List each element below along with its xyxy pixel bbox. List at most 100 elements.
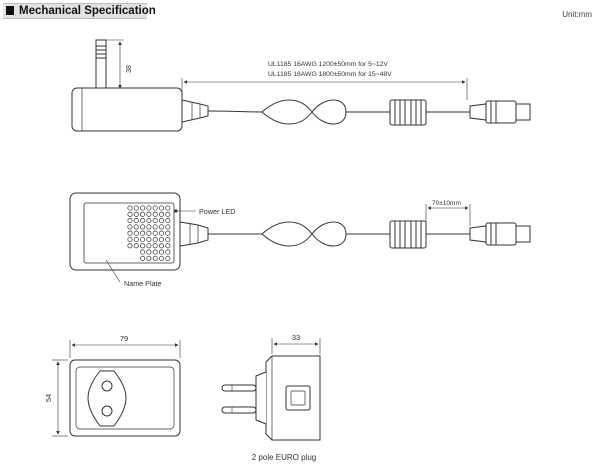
section-title: Mechanical Specification (19, 5, 156, 17)
dc-plug-front (469, 222, 531, 246)
depth-value: 33 (292, 333, 300, 342)
vent-hole (127, 218, 133, 224)
plug-pin (95, 39, 107, 91)
plug-length-value: 70±10mm (432, 200, 461, 207)
vent-hole (140, 211, 146, 217)
dc-cable (207, 110, 263, 113)
vent-hole (165, 243, 171, 249)
vent-hole (146, 211, 152, 217)
vent-hole (152, 249, 158, 255)
cable-spec-line1: UL1185 16AWG 1200±50mm for 5~12V (268, 61, 388, 68)
vent-hole (152, 243, 158, 249)
width-value: 79 (120, 334, 128, 343)
vent-hole (165, 224, 171, 230)
vent-grid (127, 205, 171, 261)
vent-hole (158, 255, 165, 261)
vent-hole (133, 224, 139, 230)
vent-hole (158, 218, 165, 224)
vent-hole (165, 249, 171, 255)
section-header: Mechanical Specification (3, 3, 156, 19)
vent-hole (133, 236, 139, 243)
vent-hole (127, 243, 133, 249)
vent-hole (152, 230, 158, 236)
vent-hole (146, 255, 152, 261)
height-dimension (52, 359, 68, 437)
euro-pin-top (101, 380, 113, 392)
vent-hole (140, 243, 146, 249)
vent-hole (133, 211, 139, 217)
vent-hole (152, 224, 158, 230)
vent-hole (146, 249, 152, 255)
vent-hole (152, 236, 158, 243)
unit-label: Unit:mm (562, 10, 592, 19)
vent-hole (152, 255, 158, 261)
cable-length-dimension (181, 78, 468, 100)
vent-hole (165, 218, 171, 224)
vent-hole (127, 230, 133, 236)
name-plate-label: Name Plate (124, 279, 162, 288)
vent-hole (165, 236, 171, 243)
pin-height-value: 38 (126, 65, 133, 73)
vent-hole (158, 211, 165, 217)
vent-hole (165, 255, 171, 261)
power-led-indicator (174, 209, 178, 213)
vent-hole (165, 205, 171, 211)
vent-hole (158, 230, 165, 236)
width-dimension (69, 340, 181, 358)
header-marker-icon (6, 6, 14, 15)
adapter-body-side (71, 87, 183, 132)
vent-hole (158, 224, 165, 230)
cable-spec-line2: UL1185 18AWG 1800±50mm for 15~48V (268, 71, 392, 78)
vent-hole (146, 218, 152, 224)
height-value: 54 (44, 394, 53, 402)
strain-relief (181, 99, 209, 123)
vent-hole (165, 230, 171, 236)
side-view (71, 39, 531, 132)
vent-hole (146, 205, 152, 211)
vent-hole (152, 205, 158, 211)
vent-hole (133, 243, 139, 249)
ferrite-core (389, 99, 427, 126)
cable-loop-front (261, 221, 347, 247)
vent-hole (158, 236, 165, 243)
vent-hole (158, 249, 165, 255)
vent-hole (133, 205, 139, 211)
name-plate-leader (105, 259, 121, 283)
vent-hole (127, 224, 133, 230)
pin-height-dimension (106, 39, 124, 91)
vent-hole (140, 218, 146, 224)
vent-hole (140, 205, 146, 211)
plug-length-dimension (425, 204, 471, 226)
euro-plug-caption: 2 pole EURO plug (252, 453, 316, 462)
euro-pin-bottom (101, 405, 113, 417)
vent-hole (140, 249, 146, 255)
vent-hole (140, 255, 146, 261)
vent-hole (146, 230, 152, 236)
vent-hole (140, 230, 146, 236)
dc-plug (469, 100, 531, 124)
vent-hole (133, 218, 139, 224)
vent-hole (140, 224, 146, 230)
vent-hole (158, 243, 165, 249)
front-view (69, 192, 531, 283)
vent-hole (158, 205, 165, 211)
cable-loop (261, 99, 347, 125)
vent-hole (127, 236, 133, 243)
vent-hole (146, 243, 152, 249)
ferrite-core-front (389, 220, 427, 249)
euro-plug-outline (87, 370, 127, 427)
vent-hole (146, 224, 152, 230)
vent-hole (152, 211, 158, 217)
vent-hole (127, 211, 133, 217)
power-led-label: Power LED (199, 207, 235, 216)
vent-hole (127, 205, 133, 211)
vent-hole (146, 236, 152, 243)
depth-dimension (271, 338, 321, 354)
vent-hole (140, 236, 146, 243)
vent-hole (165, 211, 171, 217)
strain-relief-front (179, 221, 209, 247)
euro-pins (221, 384, 257, 414)
vent-hole (152, 218, 158, 224)
vent-hole (133, 230, 139, 236)
